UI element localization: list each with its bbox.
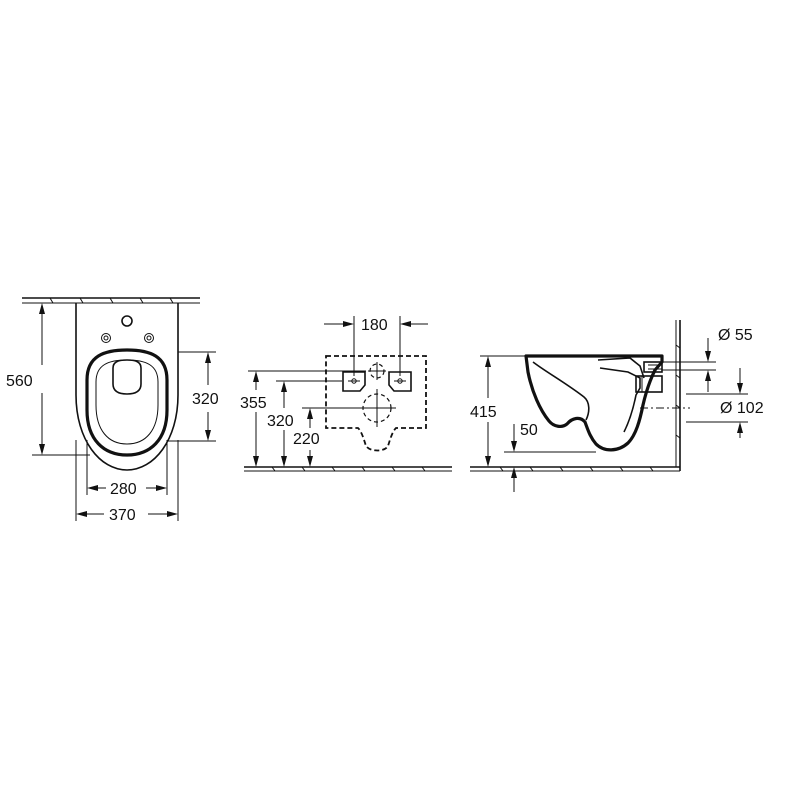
side-trapway bbox=[599, 367, 641, 433]
dim-370-label: 370 bbox=[109, 507, 136, 524]
dim-d102: Ø 102 bbox=[686, 368, 764, 438]
front-bowl-rim bbox=[85, 348, 169, 457]
front-drain bbox=[112, 359, 142, 395]
front-fixing-hole-right bbox=[144, 333, 154, 343]
wall-plate-outline bbox=[325, 355, 427, 452]
wall-fixing-bracket-right bbox=[388, 371, 412, 392]
dim-d55: Ø 55 bbox=[662, 327, 753, 392]
dim-50: 50 bbox=[504, 422, 596, 492]
dim-d102-label: Ø 102 bbox=[720, 400, 764, 417]
dim-560-label: 560 bbox=[6, 373, 33, 390]
side-floor-line bbox=[470, 466, 680, 472]
front-fixing-hole-right-inner bbox=[146, 335, 152, 341]
side-rim-detail bbox=[597, 357, 645, 379]
dim-280: 280 bbox=[86, 440, 168, 498]
dim-50-label: 50 bbox=[520, 422, 538, 439]
front-center-hole bbox=[121, 315, 133, 327]
dim-d55-label: Ø 55 bbox=[718, 327, 753, 344]
dim-560: 560 bbox=[6, 302, 90, 456]
front-fixing-hole-left-inner bbox=[103, 335, 109, 341]
dim-355-label: 355 bbox=[240, 395, 267, 412]
front-fixing-hole-left bbox=[101, 333, 111, 343]
dim-180-label: 180 bbox=[361, 317, 388, 334]
dim-415-label: 415 bbox=[470, 404, 497, 421]
side-bowl-inner bbox=[532, 361, 590, 421]
dim-180: 180 bbox=[324, 316, 428, 376]
front-view: 560 320 280 bbox=[6, 297, 219, 524]
wall-floor-line bbox=[244, 466, 452, 472]
side-outlet bbox=[635, 375, 663, 393]
side-inlet bbox=[643, 361, 663, 373]
front-outer-outline bbox=[75, 303, 179, 471]
dim-220: 220 bbox=[293, 407, 358, 467]
wall-fixing-bracket-left bbox=[342, 371, 366, 392]
dim-320-front-label: 320 bbox=[192, 391, 219, 408]
dim-355: 355 bbox=[240, 370, 366, 467]
front-wall-line bbox=[22, 297, 200, 304]
side-view: 415 50 Ø 55 Ø 102 bbox=[470, 320, 764, 492]
side-bowl-outer bbox=[524, 354, 664, 452]
dim-280-label: 280 bbox=[110, 481, 137, 498]
dim-415: 415 bbox=[470, 355, 526, 467]
dim-320-wall-label: 320 bbox=[267, 413, 294, 430]
side-wall-line bbox=[675, 320, 681, 471]
dim-320-wall: 320 bbox=[267, 380, 342, 467]
dim-220-label: 220 bbox=[293, 431, 320, 448]
dim-370: 370 bbox=[75, 440, 179, 524]
dim-320-front: 320 bbox=[168, 351, 219, 442]
wall-view: 180 355 320 220 bbox=[240, 316, 452, 472]
front-inner-bowl bbox=[95, 359, 159, 445]
